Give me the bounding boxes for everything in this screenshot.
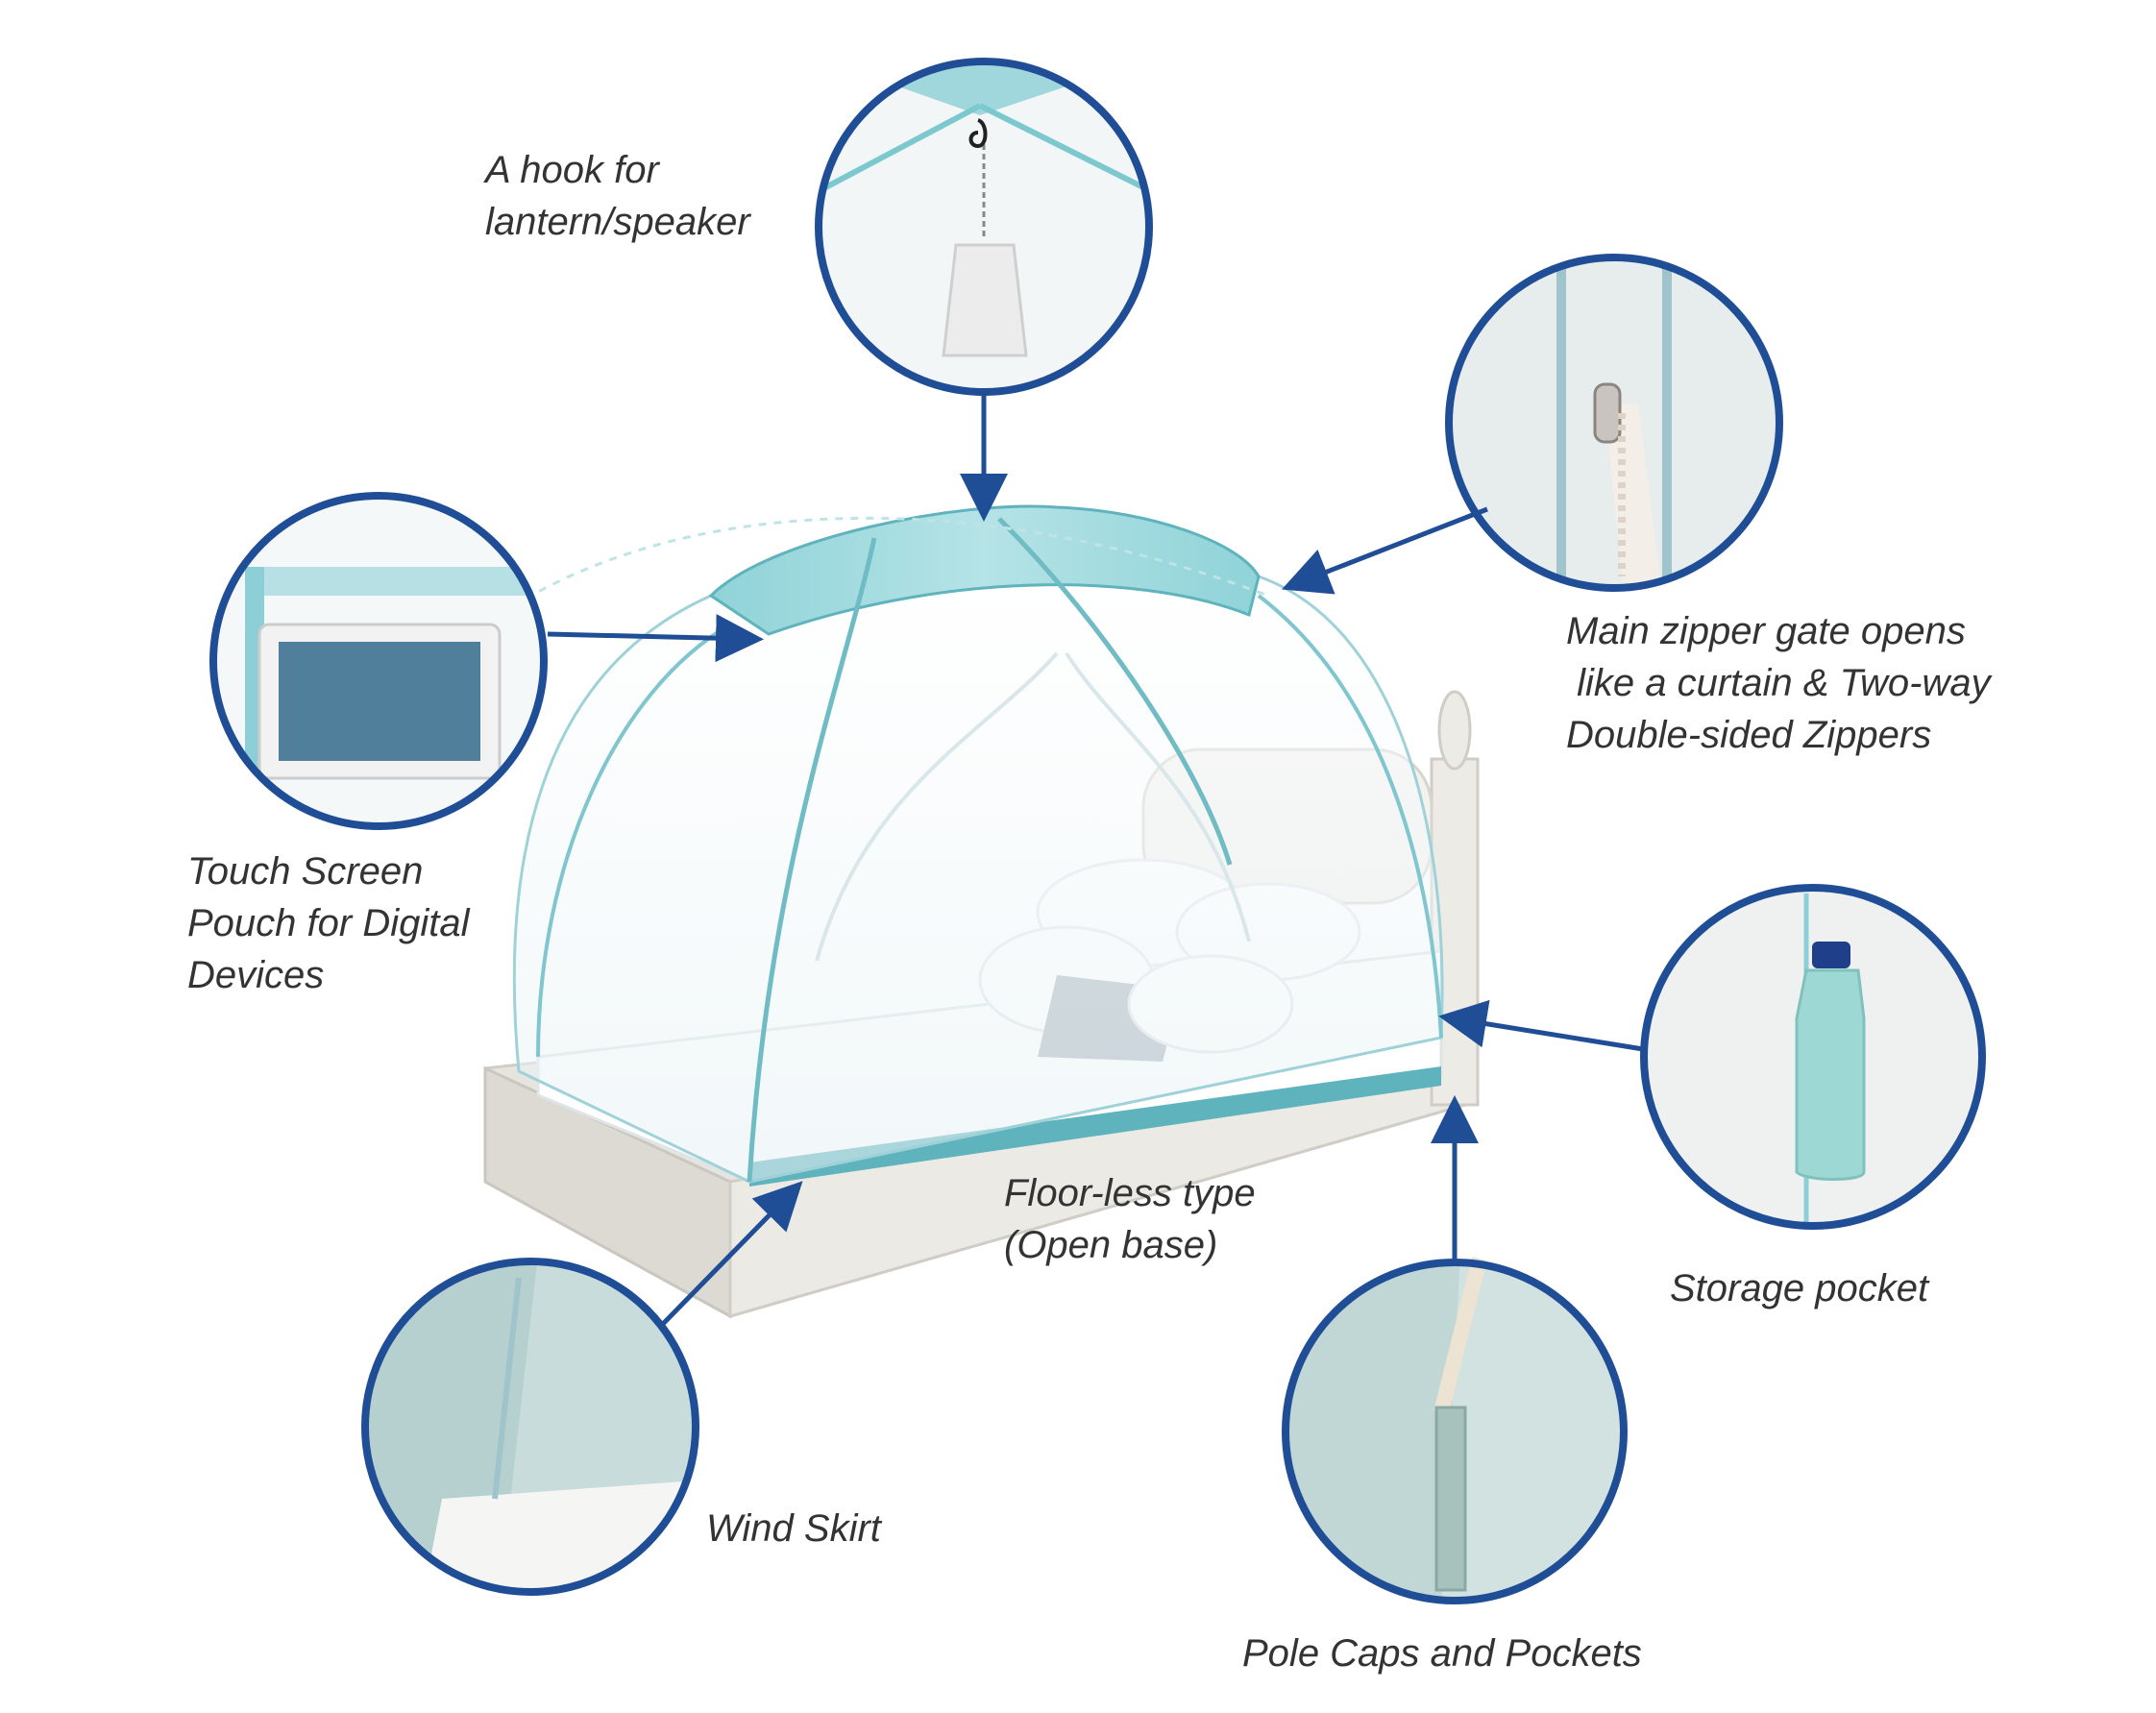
callout-storage-circle	[1640, 884, 1986, 1230]
label-floor-line-1: Floor-less type	[1004, 1172, 1256, 1214]
label-wind-line-1: Wind Skirt	[706, 1507, 881, 1550]
label-zipper-line-1: Main zipper gate opens	[1566, 610, 1966, 652]
callout-pole-circle	[1282, 1257, 1628, 1604]
tent-bed-illustration	[483, 504, 1480, 1319]
label-zipper: Main zipper gate opens like a curtain & …	[1566, 605, 1991, 761]
callout-arrows	[547, 394, 1644, 1326]
label-storage: Storage pocket	[1670, 1262, 1928, 1314]
callout-hook-circle	[815, 58, 1153, 396]
label-pole-line-1: Pole Caps and Pockets	[1242, 1632, 1642, 1675]
callout-wind-circle	[361, 1258, 699, 1596]
fabric-skirt-icon	[492, 1277, 522, 1500]
arrow-touch	[547, 614, 764, 663]
callout-zipper-circle	[1445, 254, 1783, 592]
label-zipper-line-2: like a curtain & Two-way	[1566, 662, 1991, 704]
zipper-icon	[1593, 382, 1626, 576]
mesh-tent	[499, 504, 1444, 1184]
tablet-icon	[257, 623, 502, 780]
pole-cap-icon	[1433, 1257, 1487, 1592]
water-bottle-icon	[1795, 942, 1866, 1181]
label-pole: Pole Caps and Pockets	[1242, 1627, 1642, 1679]
label-touch-line-2: Pouch for Digital	[187, 902, 470, 944]
arrow-wind	[661, 1181, 803, 1326]
arrow-zipper	[1282, 506, 1488, 595]
label-touch: Touch Screen Pouch for Digital Devices	[187, 845, 469, 1001]
label-hook-line-1: A hook for	[485, 149, 659, 191]
label-zipper-line-3: Double-sided Zippers	[1566, 714, 1932, 756]
label-hook-line-2: lantern/speaker	[485, 201, 750, 243]
label-hook: A hook for lantern/speaker	[485, 144, 750, 248]
label-floor-line-2: (Open base)	[1004, 1224, 1218, 1266]
callout-touch-circle	[209, 492, 548, 830]
label-storage-line-1: Storage pocket	[1670, 1267, 1929, 1309]
arrow-storage	[1438, 999, 1644, 1052]
label-touch-line-3: Devices	[187, 954, 325, 996]
hook-lantern-icon	[968, 118, 988, 149]
label-wind: Wind Skirt	[706, 1503, 881, 1554]
label-touch-line-1: Touch Screen	[187, 850, 424, 893]
label-floor: Floor-less type (Open base)	[1004, 1167, 1256, 1271]
